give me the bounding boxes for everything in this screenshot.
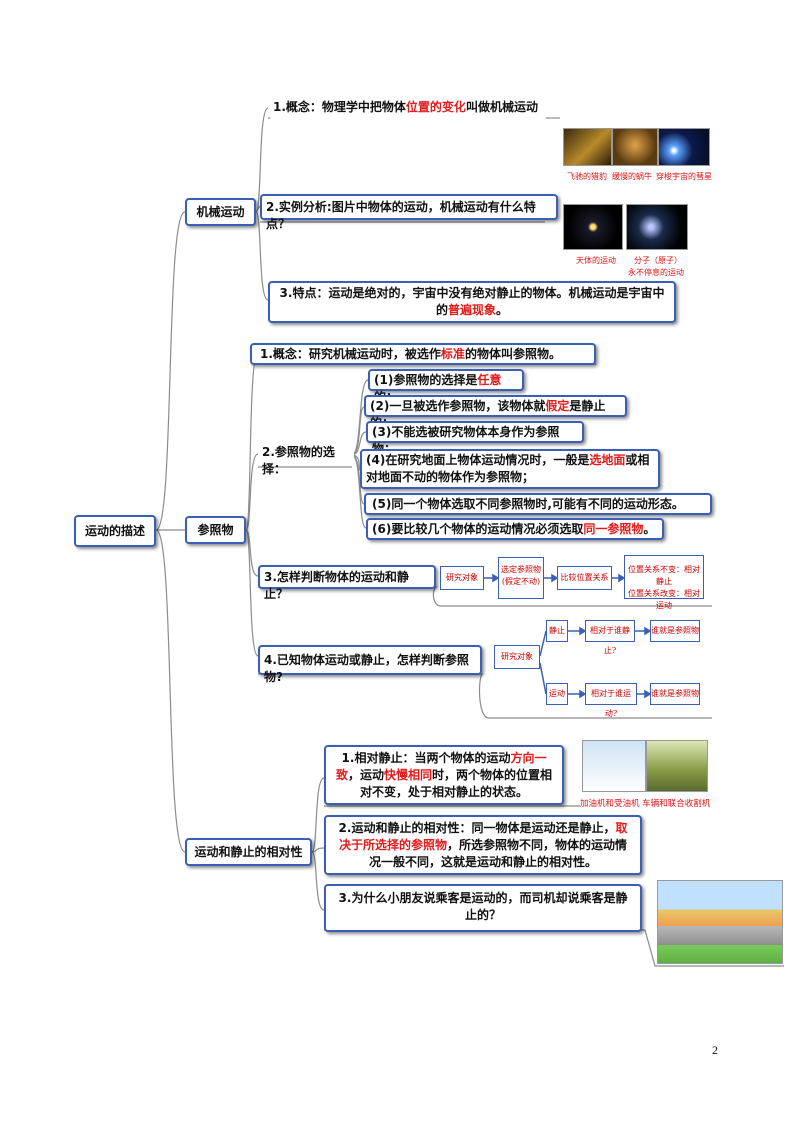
flow4-still-answer-text: 谁就是参照物 bbox=[651, 626, 699, 635]
mechanical-feature-node: 3.特点：运动是绝对的，宇宙中没有绝对静止的物体。机械运动是宇宙中的普遍现象。 bbox=[268, 281, 676, 323]
root-node: 运动的描述 bbox=[74, 515, 156, 547]
choice-1-red: 任意 bbox=[477, 373, 502, 387]
branch-reference-label: 参照物 bbox=[197, 523, 234, 537]
mechanical-concept-node: 1.概念：物理学中把物体位置的变化叫做机械运动 bbox=[270, 97, 546, 121]
solar-system-image bbox=[563, 204, 623, 250]
flow4-still-answer: 谁就是参照物 bbox=[650, 620, 700, 642]
choice-5: (5)同一个物体选取不同参照物时,可能有不同的运动形态。 bbox=[364, 493, 712, 515]
cheetah-image bbox=[563, 128, 612, 166]
choice-6-red: 同一参照物 bbox=[583, 522, 644, 536]
choice-4: (4)在研究地面上物体运动情况时，一般是选地面或相对地面不动的物体作为参照物； bbox=[360, 449, 660, 489]
flow3-select-text: 选定参照物 bbox=[501, 565, 541, 574]
branch-relativity-label: 运动和静止的相对性 bbox=[194, 845, 303, 859]
choice-6-a: (6)要比较几个物体的运动情况必须选取 bbox=[372, 522, 584, 536]
root-label: 运动的描述 bbox=[84, 524, 145, 538]
mechanical-concept-red: 位置的变化 bbox=[405, 100, 466, 114]
flow3-select-reference: 选定参照物 (假定不动) bbox=[498, 557, 544, 599]
relative-rest-node: 1.相对静止：当两个物体的运动方向一致，运动快慢相同时，两个物体的位置相对不变，… bbox=[324, 745, 564, 805]
choice-4-red: 选地面 bbox=[589, 453, 626, 467]
flow3-object: 研究对象 bbox=[440, 566, 484, 590]
flow4-object-text: 研究对象 bbox=[501, 652, 533, 661]
mechanical-concept-b: 叫做机械运动 bbox=[465, 100, 538, 114]
flow3-assume-text: (假定不动) bbox=[501, 577, 541, 586]
flow4-object: 研究对象 bbox=[494, 645, 540, 669]
caption-molecule: 分子（原子） bbox=[634, 256, 682, 265]
judge-motion-node: 3.怎样判断物体的运动和静止？ bbox=[258, 565, 436, 601]
mechanical-feature-a: 3.特点：运动是绝对的，宇宙中没有绝对静止的物体。机械运动是宇宙中的 bbox=[279, 286, 665, 317]
caption-snail: 缓慢的蜗牛 bbox=[612, 172, 652, 181]
choice-3: (3)不能选被研究物体本身作为参照物； bbox=[366, 421, 584, 456]
flow3-result: 位置关系不变：相对静止位置关系改变：相对运动 bbox=[624, 555, 704, 610]
flow3-compare-text: 比较位置关系 bbox=[560, 573, 609, 582]
reference-concept-b: 的物体叫参照物。 bbox=[464, 347, 561, 361]
find-reference-text: 4.已知物体运动或静止，怎样判断参照物? bbox=[264, 653, 469, 684]
choice-1-a: (1)参照物的选择是 bbox=[374, 373, 478, 387]
harvester-image bbox=[646, 740, 708, 792]
reference-choice-text: 2.参照物的选择： bbox=[262, 445, 335, 476]
caption-comet: 穿梭宇宙的彗星 bbox=[656, 172, 712, 181]
flow3-still-text: 位置关系不变：相对静止 bbox=[628, 565, 700, 586]
branch-reference: 参照物 bbox=[185, 516, 246, 544]
branch-mechanical: 机械运动 bbox=[185, 198, 256, 226]
choice-2-a: (2)一旦被选作参照物，该物体就 bbox=[370, 399, 546, 413]
choice-5-text: (5)同一个物体选取不同参照物时,可能有不同的运动形态。 bbox=[372, 497, 684, 511]
flow4-moving-answer: 谁就是参照物 bbox=[650, 683, 700, 705]
passenger-question-node: 3.为什么小朋友说乘客是运动的，而司机却说乘客是静止的？ bbox=[324, 884, 642, 932]
relativity-node: 2.运动和静止的相对性：同一物体是运动还是静止，取决于所选择的参照物，所选参照物… bbox=[324, 815, 642, 875]
relative-rest-c: 时，两个物体的位置相对不变，处于相对静止的状态。 bbox=[359, 768, 553, 799]
flow3-compare: 比较位置关系 bbox=[557, 566, 612, 590]
choice-4-a: (4)在研究地面上物体运动情况时，一般是 bbox=[366, 453, 590, 467]
choice-6-b: 。 bbox=[643, 522, 656, 536]
flow4-moving-question-text: 相对于谁运动? bbox=[591, 689, 631, 718]
mechanical-example-text: 2.实例分析:图片中物体的运动，机械运动有什么特点？ bbox=[266, 200, 536, 231]
mechanical-feature-b: 。 bbox=[496, 303, 509, 317]
molecule-image bbox=[626, 204, 688, 250]
relative-rest-red1: 方向一致 bbox=[335, 751, 547, 782]
relative-rest-red2: 快慢相同 bbox=[384, 768, 433, 782]
choice-2: (2)一旦被选作参照物，该物体就假定是静止的； bbox=[364, 395, 627, 430]
reference-concept-node: 1.概念：研究机械运动时，被选作标准的物体叫参照物。 bbox=[250, 343, 596, 365]
flow4-moving-text: 运动 bbox=[549, 689, 565, 698]
flow4-still-question-text: 相对于谁静止? bbox=[590, 626, 630, 655]
flow4-still-question: 相对于谁静止? bbox=[585, 620, 635, 655]
comet-image bbox=[658, 128, 710, 166]
snail-image bbox=[612, 128, 658, 166]
flow4-still-text: 静止 bbox=[549, 626, 565, 635]
choice-2-red: 假定 bbox=[545, 399, 570, 413]
passenger-question-text: 3.为什么小朋友说乘客是运动的，而司机却说乘客是静止的？ bbox=[338, 891, 628, 922]
flow4-moving-question: 相对于谁运动? bbox=[585, 683, 637, 718]
flow4-moving: 运动 bbox=[546, 683, 568, 705]
mechanical-feature-red: 普遍现象 bbox=[447, 303, 496, 317]
choice-1: (1)参照物的选择是任意的； bbox=[368, 369, 524, 404]
branch-mechanical-label: 机械运动 bbox=[196, 205, 245, 219]
branch-relativity: 运动和静止的相对性 bbox=[185, 838, 312, 866]
street-scene-image bbox=[657, 880, 783, 964]
relativity-a: 2.运动和静止的相对性：同一物体是运动还是静止， bbox=[338, 821, 616, 835]
relative-rest-a: 1.相对静止：当两个物体的运动 bbox=[341, 751, 511, 765]
relativity-red: 取决于所选择的参照物 bbox=[338, 821, 628, 852]
caption-endless: 永不停息的运动 bbox=[628, 268, 684, 277]
caption-celestial: 天体的运动 bbox=[576, 256, 616, 265]
flow4-moving-answer-text: 谁就是参照物 bbox=[651, 689, 699, 698]
flow4-still: 静止 bbox=[546, 620, 568, 642]
reference-concept-red: 标准 bbox=[440, 347, 465, 361]
choice-4-b: 或相对地面不动的物体作为参照物； bbox=[366, 453, 650, 484]
find-reference-node: 4.已知物体运动或静止，怎样判断参照物? bbox=[258, 645, 482, 684]
mechanical-example-node: 2.实例分析:图片中物体的运动，机械运动有什么特点？ bbox=[260, 194, 558, 231]
relativity-b: ，所选参照物不同，物体的运动情况一般不同，这就是运动和静止的相对性。 bbox=[368, 838, 628, 869]
judge-motion-text: 3.怎样判断物体的运动和静止？ bbox=[264, 570, 409, 601]
caption-relativity: 加油机和受油机 车辆和联合收割机 bbox=[580, 799, 711, 809]
mechanical-concept-a: 1.概念：物理学中把物体 bbox=[273, 100, 406, 114]
choice-6: (6)要比较几个物体的运动情况必须选取同一参照物。 bbox=[366, 518, 664, 540]
reference-choice-node: 2.参照物的选择： bbox=[258, 442, 354, 476]
page-number: 2 bbox=[712, 1043, 718, 1057]
relative-rest-b: ，运动 bbox=[347, 768, 384, 782]
caption-cheetah: 飞驰的猎豹 bbox=[567, 172, 607, 181]
reference-concept-a: 1.概念：研究机械运动时，被选作 bbox=[260, 347, 441, 361]
refueling-aircraft-image bbox=[582, 740, 646, 792]
flow3-object-text: 研究对象 bbox=[446, 573, 478, 582]
flow3-moving-text: 位置关系改变：相对运动 bbox=[628, 589, 700, 610]
